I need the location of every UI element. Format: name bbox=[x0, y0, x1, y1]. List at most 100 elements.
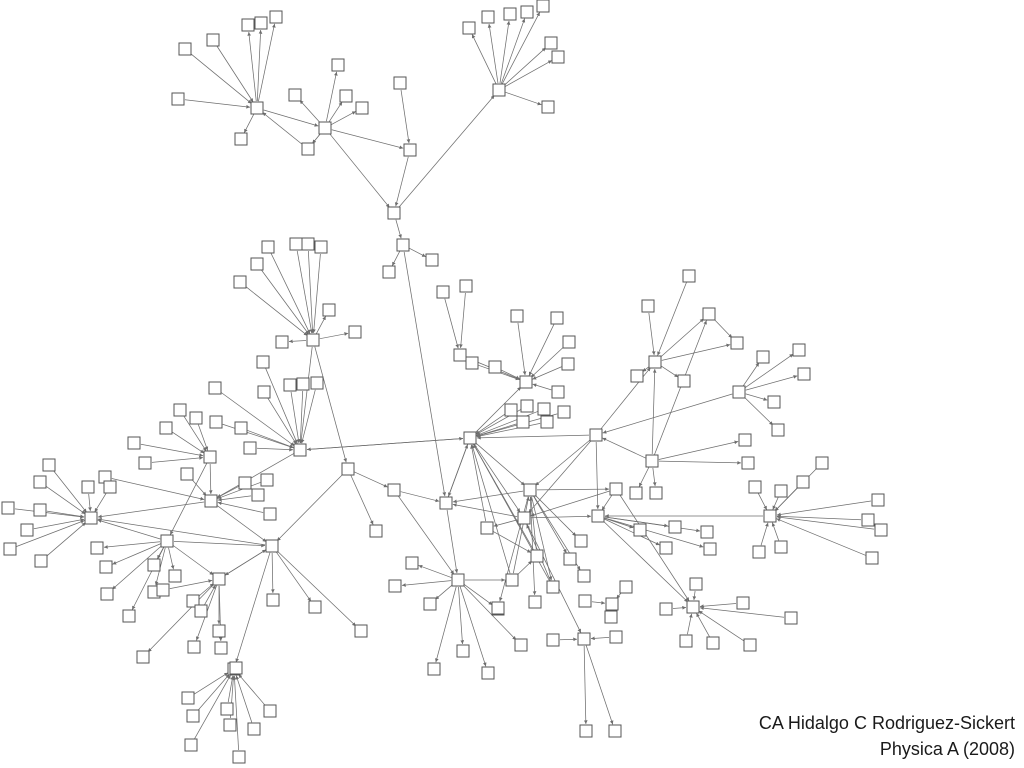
graph-node-137 bbox=[423, 597, 437, 611]
graph-edge bbox=[533, 495, 567, 554]
graph-edge bbox=[652, 467, 657, 487]
graph-edge bbox=[217, 482, 261, 499]
graph-node-56 bbox=[503, 7, 517, 21]
graph-edge bbox=[528, 440, 592, 513]
graph-edge bbox=[235, 552, 271, 663]
graph-node-142 bbox=[514, 638, 528, 652]
graph-edge bbox=[401, 580, 452, 587]
graph-edge bbox=[331, 129, 404, 150]
graph-node-91 bbox=[180, 467, 194, 481]
graph-edge bbox=[256, 447, 294, 452]
graph-node-192 bbox=[220, 702, 234, 716]
graph-node-181 bbox=[668, 520, 682, 534]
graph-node-14 bbox=[160, 534, 174, 548]
graph-node-158 bbox=[774, 484, 788, 498]
graph-edge bbox=[744, 353, 794, 389]
graph-node-165 bbox=[774, 540, 788, 554]
graph-node-25 bbox=[645, 454, 659, 468]
graph-node-84 bbox=[159, 421, 173, 435]
graph-node-82 bbox=[173, 403, 187, 417]
graph-edge bbox=[16, 520, 85, 547]
graph-node-144 bbox=[609, 630, 623, 644]
graph-node-4 bbox=[492, 83, 506, 97]
graph-node-113 bbox=[156, 583, 170, 597]
graph-node-20 bbox=[439, 496, 453, 510]
graph-node-60 bbox=[551, 50, 565, 64]
graph-edge bbox=[501, 18, 526, 84]
graph-node-29 bbox=[702, 307, 716, 321]
graph-edge bbox=[395, 219, 402, 239]
graph-node-74 bbox=[296, 377, 310, 391]
graph-edge bbox=[397, 495, 455, 575]
graph-edge bbox=[232, 675, 239, 751]
graph-node-122 bbox=[550, 311, 564, 325]
graph-edge bbox=[745, 393, 768, 401]
graph-node-167 bbox=[756, 350, 770, 364]
graph-edge bbox=[692, 590, 697, 601]
graph-edge bbox=[604, 518, 660, 546]
graph-node-30 bbox=[730, 336, 744, 350]
graph-node-166 bbox=[865, 551, 879, 565]
graph-node-66 bbox=[301, 237, 315, 251]
graph-edge bbox=[504, 60, 553, 87]
graph-edge bbox=[446, 509, 459, 574]
graph-edge bbox=[97, 517, 266, 546]
graph-edge bbox=[326, 71, 338, 122]
graph-edge bbox=[642, 366, 650, 372]
graph-node-94 bbox=[33, 475, 47, 489]
graph-edge bbox=[260, 269, 310, 335]
graph-node-41 bbox=[241, 18, 255, 32]
graph-node-120 bbox=[488, 360, 502, 374]
graph-edge bbox=[462, 584, 517, 641]
graph-node-86 bbox=[138, 456, 152, 470]
graph-node-88 bbox=[251, 488, 265, 502]
graph-edge bbox=[659, 318, 705, 358]
graph-edge bbox=[243, 114, 255, 133]
graph-node-89 bbox=[263, 507, 277, 521]
graph-node-185 bbox=[574, 534, 588, 548]
graph-node-109 bbox=[266, 593, 280, 607]
graph-edge bbox=[173, 540, 266, 548]
graph-edge bbox=[476, 434, 590, 440]
graph-node-73 bbox=[283, 378, 297, 392]
graph-node-145 bbox=[579, 724, 593, 738]
graph-node-170 bbox=[767, 395, 781, 409]
graph-node-1 bbox=[318, 121, 332, 135]
graph-node-99 bbox=[20, 523, 34, 537]
graph-edge bbox=[238, 674, 266, 706]
graph-node-151 bbox=[659, 602, 673, 616]
graph-node-119 bbox=[465, 356, 479, 370]
graph-node-3 bbox=[403, 143, 417, 157]
graph-edge bbox=[475, 442, 525, 486]
graph-edge bbox=[275, 551, 312, 602]
graph-node-78 bbox=[208, 381, 222, 395]
graph-nodes bbox=[1, 0, 888, 764]
graph-node-69 bbox=[233, 275, 247, 289]
graph-node-19 bbox=[341, 462, 355, 476]
graph-node-195 bbox=[247, 722, 261, 736]
graph-node-155 bbox=[743, 638, 757, 652]
graph-node-13 bbox=[204, 494, 218, 508]
graph-node-102 bbox=[90, 541, 104, 555]
graph-edge bbox=[435, 584, 453, 600]
graph-node-49 bbox=[288, 88, 302, 102]
graph-node-31 bbox=[732, 385, 746, 399]
graph-edge bbox=[660, 365, 679, 378]
graph-edge bbox=[517, 322, 527, 376]
graph-node-95 bbox=[81, 480, 95, 494]
graph-node-47 bbox=[234, 132, 248, 146]
graph-node-135 bbox=[388, 579, 402, 593]
graph-node-126 bbox=[436, 285, 450, 299]
graph-edge bbox=[247, 430, 294, 449]
graph-edge bbox=[204, 584, 216, 606]
graph-node-161 bbox=[871, 493, 885, 507]
graph-node-50 bbox=[339, 89, 353, 103]
graph-node-116 bbox=[212, 624, 226, 638]
graph-node-191 bbox=[186, 709, 200, 723]
graph-node-75 bbox=[310, 376, 324, 390]
graph-node-83 bbox=[127, 436, 141, 450]
graph-edge bbox=[776, 500, 872, 517]
graph-edge bbox=[452, 490, 524, 504]
graph-edge bbox=[658, 460, 742, 465]
graph-edge bbox=[459, 292, 466, 349]
